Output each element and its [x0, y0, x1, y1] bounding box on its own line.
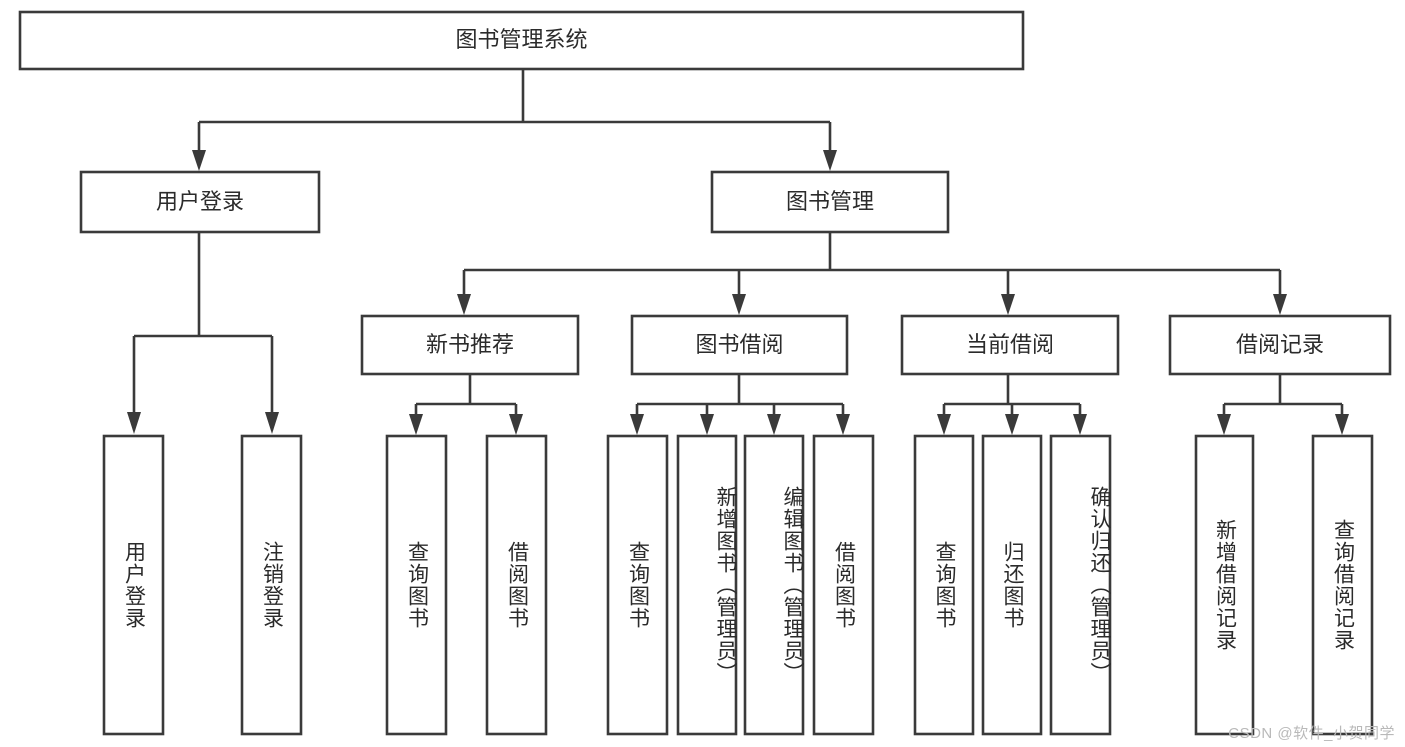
arrowhead-leaf-confirm-return	[1073, 414, 1087, 435]
arrowhead-new-book-recommend	[457, 294, 471, 315]
arrowhead-leaf-return-book	[1005, 414, 1019, 435]
arrowhead-leaf-query-book-1	[409, 414, 423, 435]
arrowhead-leaf-user-logout	[265, 412, 279, 434]
arrowhead-leaf-query-book-2	[630, 414, 644, 435]
arrowhead-leaf-add-book	[700, 414, 714, 435]
node-leaf-user-login-box[interactable]	[102, 434, 165, 736]
node-user-login-box[interactable]	[79, 170, 321, 234]
node-leaf-add-book-box[interactable]	[676, 434, 738, 736]
node-leaf-query-book-1-box[interactable]	[385, 434, 448, 736]
arrowhead-user-login	[192, 150, 206, 171]
node-leaf-return-book-box[interactable]	[981, 434, 1043, 736]
watermark-text: CSDN @软件_小贺同学	[1228, 725, 1395, 742]
node-leaf-confirm-return-box[interactable]	[1049, 434, 1112, 736]
arrowhead-leaf-query-record	[1335, 414, 1349, 435]
arrowhead-book-borrow	[732, 294, 746, 315]
node-book-borrow-box[interactable]	[630, 314, 849, 376]
node-book-manage-box[interactable]	[710, 170, 950, 234]
arrowhead-borrow-record	[1273, 294, 1287, 315]
node-leaf-add-record-box[interactable]	[1194, 434, 1255, 736]
arrowhead-book-manage	[823, 150, 837, 171]
node-leaf-edit-book-box[interactable]	[743, 434, 805, 736]
arrowhead-leaf-edit-book	[767, 414, 781, 435]
arrowhead-leaf-query-book-3	[937, 414, 951, 435]
arrowhead-leaf-borrow-book-2	[836, 414, 850, 435]
arrowhead-leaf-user-login	[127, 412, 141, 434]
node-current-borrow-box[interactable]	[900, 314, 1120, 376]
arrowhead-leaf-borrow-book-1	[509, 414, 523, 435]
node-leaf-query-book-2-box[interactable]	[606, 434, 669, 736]
node-new-book-recommend-box[interactable]	[360, 314, 580, 376]
arrowhead-current-borrow	[1001, 294, 1015, 315]
node-root-box[interactable]	[18, 10, 1025, 71]
node-borrow-record-box[interactable]	[1168, 314, 1392, 376]
node-leaf-borrow-book-2-box[interactable]	[812, 434, 875, 736]
node-leaf-borrow-book-1-box[interactable]	[485, 434, 548, 736]
node-leaf-user-logout-box[interactable]	[240, 434, 303, 736]
node-leaf-query-book-3-box[interactable]	[913, 434, 975, 736]
arrowhead-leaf-add-record	[1217, 414, 1231, 435]
node-leaf-query-record-box[interactable]	[1311, 434, 1374, 736]
